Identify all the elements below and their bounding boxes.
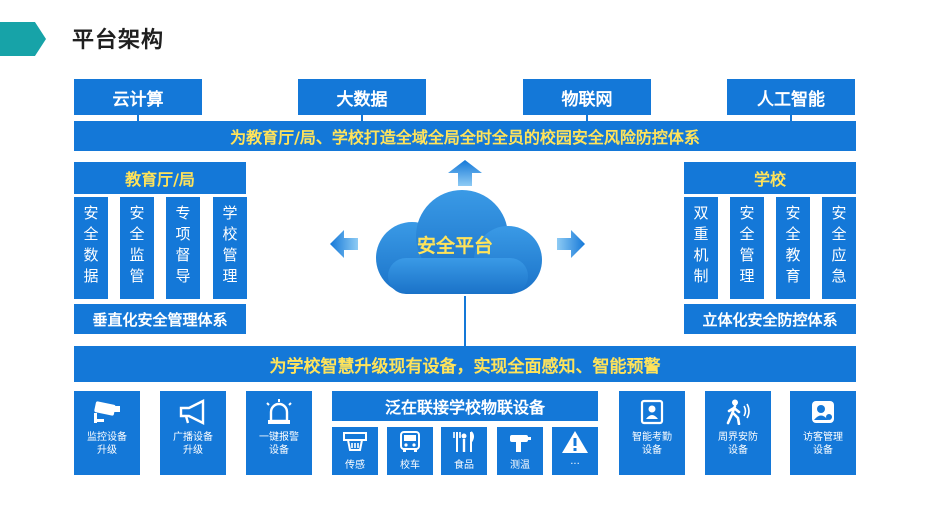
column-char: 重 (693, 225, 709, 243)
column-char: 安 (83, 204, 99, 222)
tech-ai: 人工智能 (727, 79, 855, 115)
column-char: 机 (693, 246, 709, 264)
bus-icon (400, 431, 420, 452)
arrow-left-icon (330, 230, 358, 258)
iot-label: 校车 (400, 460, 420, 471)
column-char: 理 (739, 267, 755, 285)
left-column: 安全数据 (74, 197, 108, 299)
attendance-icon (640, 399, 664, 425)
connector (790, 113, 792, 125)
column-char: 安 (739, 204, 755, 222)
column-char: 应 (831, 246, 847, 264)
right-column: 安全应急 (822, 197, 856, 299)
column-char: 专 (175, 204, 191, 222)
right-column: 双重机制 (684, 197, 718, 299)
right-column: 安全教育 (776, 197, 810, 299)
arrow-right-icon (557, 230, 585, 258)
platform-label: 安全平台 (416, 235, 493, 257)
iot-title: 泛在联接学校物联设备 (332, 391, 598, 421)
left-column: 安全监管 (120, 197, 154, 299)
device-card: 广播设备升级 (160, 391, 226, 475)
warning-icon (562, 431, 588, 453)
column-char: 安 (831, 204, 847, 222)
visitor-icon (812, 401, 834, 423)
iot-item: ... (552, 427, 598, 475)
food-icon (453, 431, 474, 452)
column-char: 据 (83, 267, 99, 285)
iot-item: 测温 (497, 427, 543, 475)
device-card: 智能考勤设备 (619, 391, 685, 475)
iot-item: 食品 (441, 427, 487, 475)
iot-label: 测温 (510, 460, 530, 471)
column-char: 督 (175, 246, 191, 264)
right-column: 安全管理 (730, 197, 764, 299)
right-panel-footer: 立体化安全防控体系 (684, 304, 856, 334)
device-card: 周界安防设备 (705, 391, 771, 475)
column-char: 项 (175, 225, 191, 243)
device-label: 广播设备升级 (173, 432, 213, 456)
column-char: 全 (83, 225, 99, 243)
column-char: 校 (222, 225, 238, 243)
iot-item: 传感 (332, 427, 378, 475)
column-char: 安 (785, 204, 801, 222)
cloud-icon (376, 190, 542, 294)
iot-label: ... (570, 456, 580, 467)
iot-item: 校车 (387, 427, 433, 475)
camera-icon (94, 401, 120, 423)
megaphone-icon (179, 399, 205, 425)
tech-big-data: 大数据 (298, 79, 426, 115)
column-char: 管 (129, 267, 145, 285)
tech-cloud-computing: 云计算 (74, 79, 202, 115)
connector (586, 113, 588, 125)
column-char: 安 (129, 204, 145, 222)
tech-iot: 物联网 (523, 79, 651, 115)
column-char: 数 (83, 246, 99, 264)
left-column: 专项督导 (166, 197, 200, 299)
left-panel-title: 教育厅/局 (74, 162, 246, 194)
banner-middle: 为学校智慧升级现有设备，实现全面感知、智能预警 (74, 346, 856, 382)
device-card: 访客管理设备 (790, 391, 856, 475)
device-card: 监控设备升级 (74, 391, 140, 475)
left-panel-footer: 垂直化安全管理体系 (74, 304, 246, 334)
column-char: 全 (739, 225, 755, 243)
sensor-icon (343, 432, 367, 451)
column-char: 全 (831, 225, 847, 243)
connector-line (464, 296, 466, 348)
column-char: 全 (129, 225, 145, 243)
column-char: 制 (693, 267, 709, 285)
device-label: 访客管理设备 (803, 432, 843, 456)
column-char: 学 (222, 204, 238, 222)
iot-label: 食品 (454, 460, 474, 471)
device-label: 周界安防设备 (718, 432, 758, 456)
connector (361, 113, 363, 125)
page-title: 平台架构 (72, 28, 165, 53)
device-label: 监控设备升级 (87, 432, 127, 456)
connector (137, 113, 139, 125)
column-char: 双 (693, 204, 709, 222)
column-char: 全 (785, 225, 801, 243)
column-char: 导 (175, 267, 191, 285)
column-char: 管 (739, 246, 755, 264)
column-char: 理 (222, 267, 238, 285)
column-char: 育 (785, 267, 801, 285)
right-panel-title: 学校 (684, 162, 856, 194)
walking-person-icon (726, 399, 750, 425)
device-card: 一键报警设备 (246, 391, 312, 475)
thermometer-icon (510, 435, 531, 452)
header-chevron (0, 22, 46, 56)
column-char: 监 (129, 246, 145, 264)
left-column: 学校管理 (213, 197, 247, 299)
device-label: 智能考勤设备 (632, 432, 672, 456)
column-char: 急 (831, 267, 847, 285)
banner-top: 为教育厅/局、学校打造全域全局全时全员的校园安全风险防控体系 (74, 121, 856, 151)
column-char: 管 (222, 246, 238, 264)
arrow-up-icon (448, 160, 482, 186)
column-char: 教 (785, 246, 801, 264)
alarm-light-icon (266, 399, 292, 424)
iot-label: 传感 (345, 460, 365, 471)
device-label: 一键报警设备 (259, 432, 299, 456)
